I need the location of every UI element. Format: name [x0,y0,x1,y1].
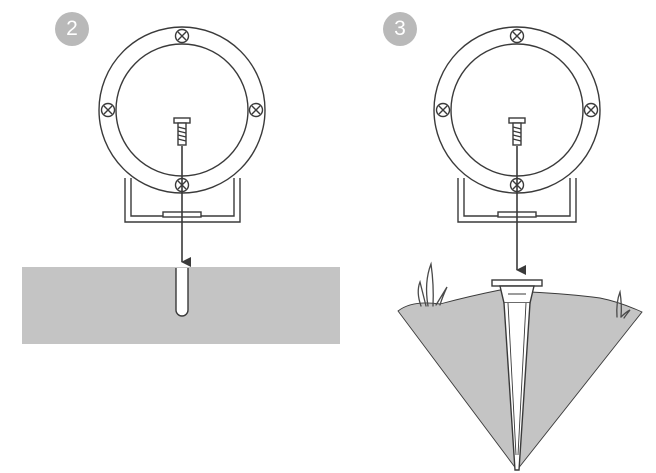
screw-icon [435,102,451,118]
screw-icon [248,102,264,118]
bolt-icon [173,117,191,146]
screw-icon [100,102,116,118]
grass-icon [616,289,631,319]
step-number-badge: 2 [55,12,89,46]
spotlight-fixture [433,26,601,194]
ground-spike-illustration [397,26,643,471]
screw-icon [583,102,599,118]
ground-spike [491,279,543,471]
spotlight-fixture [98,26,266,194]
wall-mount-illustration [22,26,340,344]
grass-icon [417,261,448,307]
step-number-badge: 3 [383,12,417,46]
screw-icon [174,28,190,44]
wall-plug-hole [175,268,189,317]
bolt-icon [508,117,526,146]
screw-icon [509,28,525,44]
